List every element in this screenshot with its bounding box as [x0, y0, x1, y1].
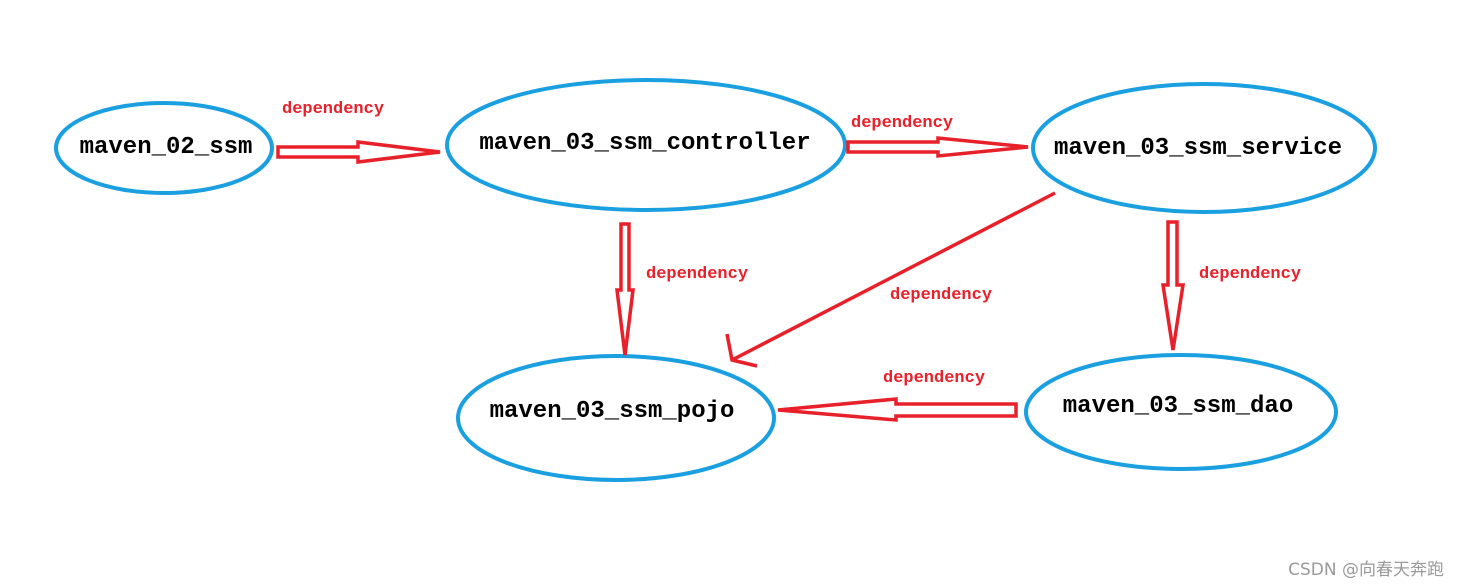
edge-label-service-pojo: dependency — [890, 286, 992, 305]
node-maven-03-ssm-controller-shape — [445, 78, 847, 212]
arrow-controller-to-pojo — [615, 222, 635, 356]
arrow-service-to-pojo-head — [725, 333, 758, 368]
arrow-service-to-pojo-line — [731, 191, 1056, 362]
watermark: CSDN @向春天奔跑 — [1288, 560, 1444, 580]
edge-label-ssm-controller: dependency — [282, 100, 384, 119]
node-maven-03-ssm-pojo-shape — [456, 354, 776, 482]
node-maven-03-ssm-controller-label: maven_03_ssm_controller — [479, 130, 810, 157]
arrow-dao-to-pojo — [777, 397, 1018, 422]
edge-label-controller-service: dependency — [851, 114, 953, 133]
node-maven-02-ssm-label: maven_02_ssm — [80, 134, 253, 161]
arrow-ssm-to-controller — [276, 140, 441, 164]
arrow-service-to-dao — [1160, 220, 1186, 351]
node-maven-03-ssm-pojo-label: maven_03_ssm_pojo — [490, 398, 735, 425]
edge-label-controller-pojo: dependency — [646, 265, 748, 284]
node-maven-02-ssm-shape — [54, 101, 274, 195]
node-maven-03-ssm-dao-shape — [1024, 353, 1338, 471]
node-maven-03-ssm-service-label: maven_03_ssm_service — [1054, 135, 1342, 162]
edge-label-dao-pojo: dependency — [883, 369, 985, 388]
node-maven-03-ssm-dao-label: maven_03_ssm_dao — [1063, 393, 1293, 420]
node-maven-03-ssm-service-shape — [1031, 82, 1377, 214]
edge-label-service-dao: dependency — [1199, 265, 1301, 284]
arrow-controller-to-service — [846, 136, 1029, 158]
